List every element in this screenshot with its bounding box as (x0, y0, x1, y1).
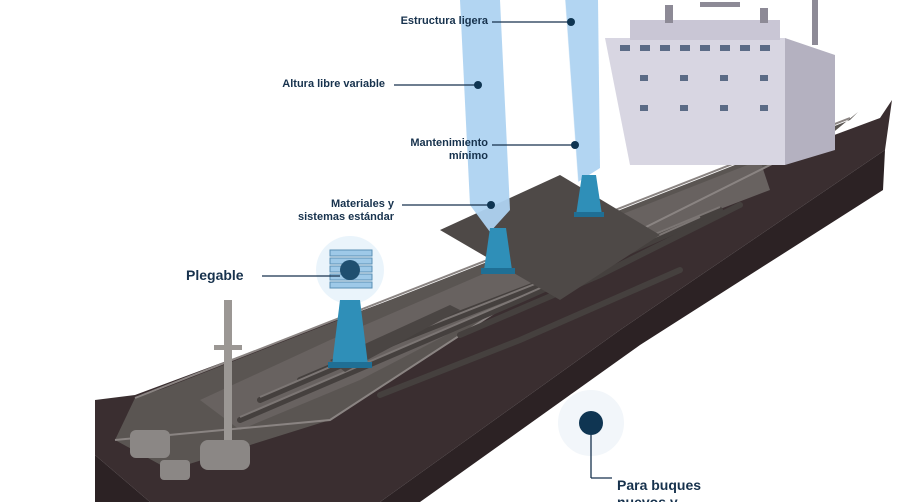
label-new-builds-line1: Para buques (617, 477, 701, 494)
label-new-builds-line2: nuevos y (617, 494, 701, 502)
sail-aft (565, 0, 600, 182)
pointer-dot-maintenance (571, 141, 579, 149)
fore-mast (224, 300, 232, 440)
label-light-structure: Estructura ligera (401, 15, 488, 28)
label-foldable: Plegable (186, 267, 244, 284)
label-variable-air-draft: Altura libre variable (282, 78, 385, 91)
pointer-dot-light-structure (567, 18, 575, 26)
label-minimal-maintenance-line2: mínimo (410, 150, 488, 163)
pointer-dot-air-draft (474, 81, 482, 89)
label-standard-materials-line2: sistemas estándar (298, 211, 394, 224)
label-minimal-maintenance: Mantenimiento mínimo (410, 137, 488, 163)
label-standard-materials-line1: Materiales y (298, 198, 394, 211)
superstructure (605, 0, 835, 165)
label-new-builds: Para buques nuevos y (617, 477, 701, 502)
sail-fore (460, 0, 510, 232)
pointer-dot-materials (487, 201, 495, 209)
label-standard-materials: Materiales y sistemas estándar (298, 198, 394, 224)
label-minimal-maintenance-line1: Mantenimiento (410, 137, 488, 150)
